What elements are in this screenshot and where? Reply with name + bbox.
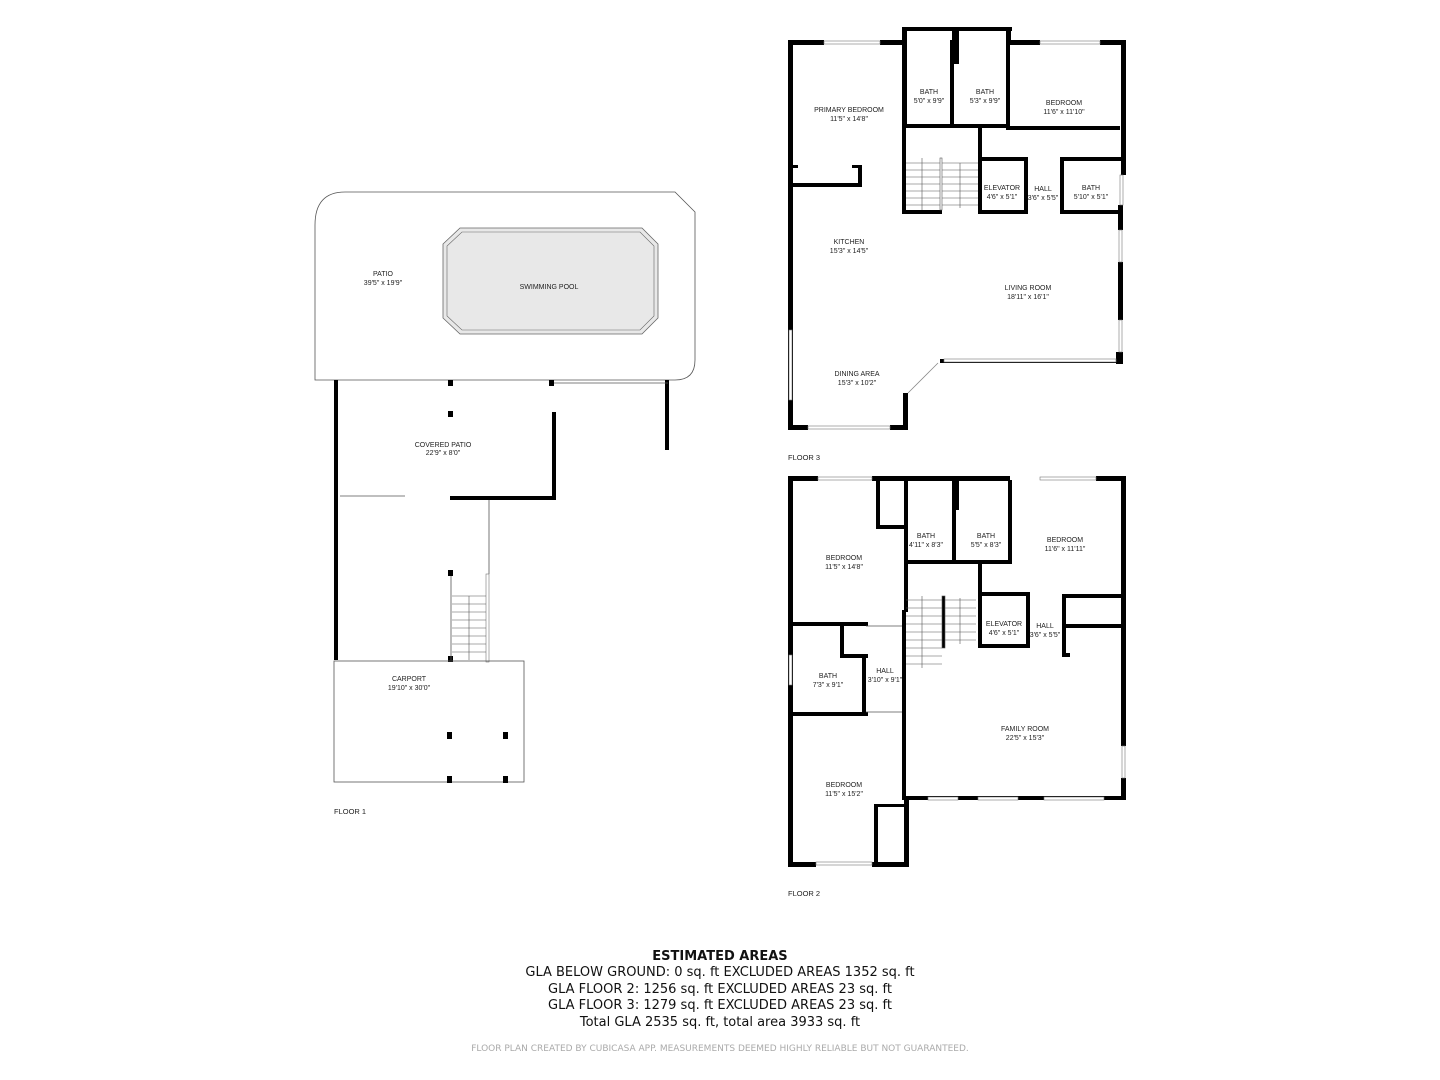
room-name: BEDROOM [826,782,862,789]
room-name: DINING AREA [834,371,879,378]
room-name: HALL [876,668,894,675]
room-name: PATIO [373,271,394,278]
room-name: HALL [1036,623,1054,630]
room-dims: 4'11" x 8'3" [909,542,943,549]
area-line-total: Total GLA 2535 sq. ft, total area 3933 s… [579,1014,861,1030]
area-line-below-ground: GLA BELOW GROUND: 0 sq. ft EXCLUDED AREA… [525,965,915,980]
room-name: BATH [819,673,837,680]
stairs-floor3 [906,157,978,211]
room-dims: 7'3" x 9'1" [813,682,844,689]
room-dims: 5'5" x 8'3" [971,542,1002,549]
room-dims: 3'10" x 9'1" [868,677,903,684]
swimming-pool [442,227,659,335]
room-dims: 11'5" x 15'2" [825,791,863,798]
room-dims: 39'5" x 19'9" [364,280,403,287]
disclaimer: FLOOR PLAN CREATED BY CUBICASA APP. MEAS… [471,1044,969,1054]
room-name: SWIMMING POOL [520,284,579,291]
floor-1-label: FLOOR 1 [334,807,366,816]
room-dims: 3'6" x 5'5" [1030,632,1061,639]
room-dims: 22'5" x 15'3" [1006,735,1045,742]
room-name: BATH [917,533,935,540]
patio-outline [314,191,696,381]
room-name: ELEVATOR [986,621,1022,628]
room-dims: 22'9" x 8'0" [426,450,461,457]
room-dims: 11'6" x 11'10" [1043,109,1085,116]
room-name: ELEVATOR [984,185,1020,192]
floor-1: PATIO 39'5" x 19'9" SWIMMING POOL COVERE… [314,191,696,816]
room-name: BATH [920,89,938,96]
room-name: BATH [1082,185,1100,192]
room-name: LIVING ROOM [1005,285,1052,292]
room-dims: 3'6" x 5'5" [1028,195,1059,202]
room-dims: 4'6" x 5'1" [989,630,1020,637]
room-dims: 11'5" x 14'8" [830,116,868,123]
room-name: PRIMARY BEDROOM [814,107,884,114]
room-name: KITCHEN [834,239,865,246]
area-line-floor-3: GLA FLOOR 3: 1279 sq. ft EXCLUDED AREAS … [548,998,892,1013]
room-dims: 5'0" x 9'9" [914,98,945,105]
room-name: FAMILY ROOM [1001,726,1049,733]
room-dims: 5'3" x 9'9" [970,98,1001,105]
floor-2-label: FLOOR 2 [788,889,820,898]
room-dims: 18'11" x 16'1" [1007,294,1049,301]
room-name: BEDROOM [826,555,862,562]
room-name: CARPORT [392,676,427,683]
room-dims: 15'3" x 10'2" [838,380,877,387]
stairs-floor2 [906,595,976,668]
estimated-areas: ESTIMATED AREAS GLA BELOW GROUND: 0 sq. … [0,948,1440,1031]
room-name: HALL [1034,186,1052,193]
stairs-floor1 [452,595,486,660]
room-dims: 5'10" x 5'1" [1074,194,1109,201]
floor-3-label: FLOOR 3 [788,453,820,462]
room-name: COVERED PATIO [415,442,472,449]
room-dims: 11'6" x 11'11" [1045,546,1086,553]
carport-outline [333,660,525,783]
room-name: BATH [977,533,995,540]
room-dims: 4'6" x 5'1" [987,194,1018,201]
estimated-areas-title: ESTIMATED AREAS [652,949,788,964]
room-name: BEDROOM [1046,100,1082,107]
room-name: BEDROOM [1047,537,1083,544]
room-dims: 11'5" x 14'8" [825,564,863,571]
area-line-floor-2: GLA FLOOR 2: 1256 sq. ft EXCLUDED AREAS … [548,981,892,997]
room-name: BATH [976,89,994,96]
floor-2: BEDROOM 11'5" x 14'8" BATH 4'11" x 8'3" … [788,476,1126,898]
room-dims: 19'10" x 30'0" [388,685,431,692]
room-dims: 15'3" x 14'5" [830,248,869,255]
floor-3: PRIMARY BEDROOM 11'5" x 14'8" BATH 5'0" … [788,27,1126,462]
